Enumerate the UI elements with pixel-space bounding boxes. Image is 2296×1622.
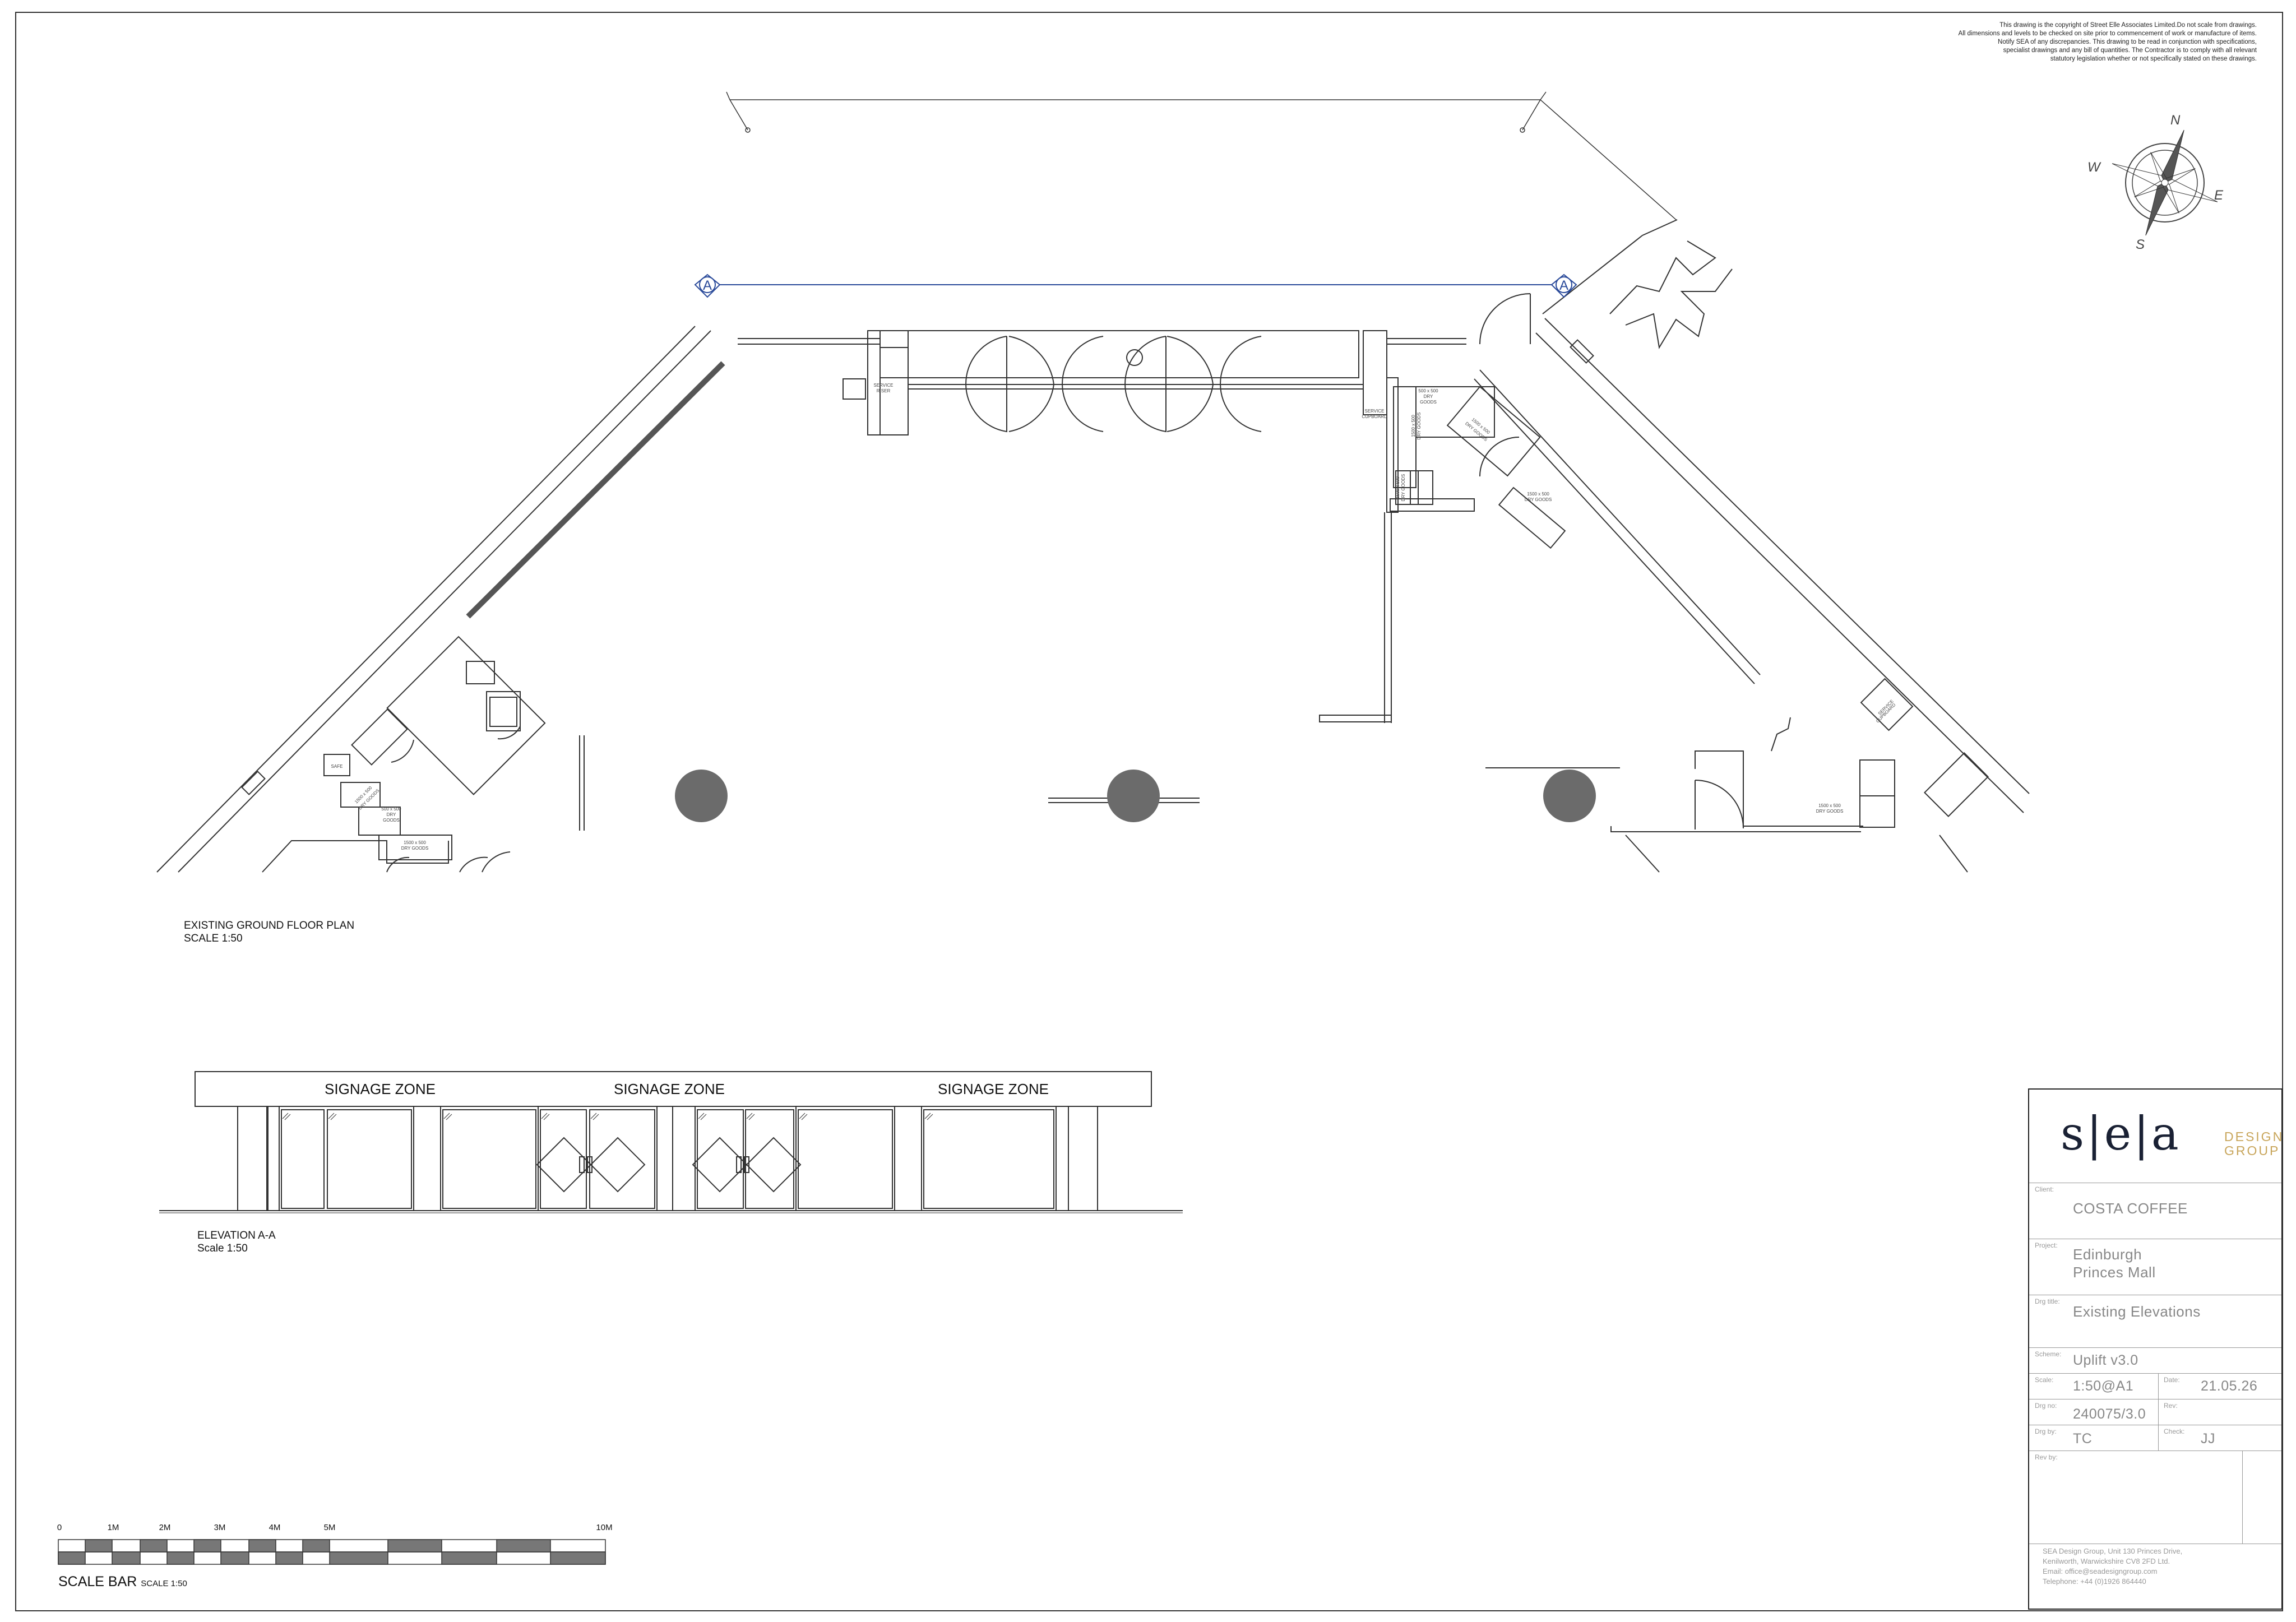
- scale-tick: 2M: [159, 1523, 171, 1532]
- sea-logo: s|e|a DESIGN GROUP: [2061, 1107, 2282, 1161]
- copyright-line: All dimensions and levels to be checked …: [1958, 30, 2257, 37]
- svg-text:DRY: DRY: [387, 812, 396, 817]
- title-block-divider: [2158, 1373, 2159, 1450]
- svg-text:500 x 500: 500 x 500: [1418, 388, 1438, 393]
- compass-e: E: [2214, 188, 2224, 203]
- svg-text:DRY GOODS: DRY GOODS: [1401, 474, 1406, 502]
- signage-zone-2: SIGNAGE ZONE: [614, 1081, 725, 1097]
- signage-zone-1: SIGNAGE ZONE: [325, 1081, 436, 1097]
- svg-text:SERVICE: SERVICE: [1365, 409, 1385, 414]
- svg-text:CUPBOARD: CUPBOARD: [1362, 414, 1387, 419]
- scale-tick: 10M: [596, 1523, 613, 1532]
- compass-s: S: [2136, 237, 2145, 252]
- svg-text:SERVICE: SERVICE: [874, 383, 894, 388]
- svg-text:DRY: DRY: [1424, 394, 1433, 399]
- scale-tick: 0: [57, 1523, 62, 1532]
- svg-text:DRY GOODS: DRY GOODS: [1525, 497, 1552, 502]
- floor-plan: [156, 91, 2030, 873]
- column-2: [1107, 770, 1160, 822]
- sheet-border: [15, 12, 2283, 1611]
- scale-tick: 1M: [107, 1523, 119, 1532]
- svg-text:DRY GOODS: DRY GOODS: [1417, 413, 1422, 440]
- compass-w: W: [2087, 160, 2101, 175]
- project-line2: Princes Mall: [2073, 1264, 2156, 1281]
- scale-bar-subtitle: SCALE 1:50: [141, 1579, 187, 1588]
- section-marker-right: A: [1550, 274, 1577, 298]
- scheme-row: Scheme: Uplift v3.0: [2029, 1347, 2281, 1373]
- scale-tick: 3M: [214, 1523, 226, 1532]
- copyright-line: specialist drawings and any bill of quan…: [2003, 47, 2257, 54]
- column-1: [675, 770, 728, 822]
- compass-n: N: [2170, 113, 2181, 128]
- section-marker-left: A: [694, 274, 721, 298]
- scale-date-row: Scale: 1:50@A1 Date: 21.05.26: [2029, 1373, 2281, 1399]
- column-3: [1543, 770, 1596, 822]
- copyright-line: statutory legislation whether or not spe…: [2050, 55, 2257, 62]
- scale-bar: [58, 1539, 606, 1565]
- project-row: Project: Edinburgh Princes Mall: [2029, 1239, 2281, 1295]
- logo-design-group: DESIGN GROUP: [2224, 1129, 2284, 1158]
- svg-text:GOODS: GOODS: [1420, 400, 1437, 405]
- scale-tick: 5M: [323, 1523, 336, 1532]
- drawing-title-row: Drg title: Existing Elevations: [2029, 1295, 2281, 1347]
- svg-text:1500 x 500: 1500 x 500: [1527, 492, 1549, 497]
- plan-title: EXISTING GROUND FLOOR PLAN SCALE 1:50: [184, 919, 354, 945]
- scale-tick: 4M: [269, 1523, 281, 1532]
- signage-zone-3: SIGNAGE ZONE: [938, 1081, 1049, 1097]
- svg-text:GOODS: GOODS: [383, 818, 400, 823]
- svg-text:A: A: [1559, 278, 1568, 293]
- drawn-by-row: Drg by: TC Check: JJ: [2029, 1425, 2281, 1450]
- drawn-by-value: TC: [2073, 1431, 2093, 1447]
- drawing-number-row: Drg no: 240075/3.0 Rev:: [2029, 1399, 2281, 1425]
- scale-bar-title: SCALE BAR SCALE 1:50: [58, 1574, 187, 1589]
- svg-text:1500 x 500: 1500 x 500: [1411, 415, 1416, 437]
- elevation: [159, 1071, 1183, 1213]
- scheme-value: Uplift v3.0: [2073, 1352, 2138, 1368]
- copyright-line: This drawing is the copyright of Street …: [1999, 22, 2257, 29]
- svg-text:RISER: RISER: [877, 388, 891, 393]
- date-value: 21.05.26: [2201, 1378, 2258, 1394]
- svg-text:1500 x 500: 1500 x 500: [1395, 476, 1400, 499]
- svg-text:1500 x 500: 1500 x 500: [1818, 803, 1841, 808]
- svg-text:A: A: [703, 278, 712, 293]
- plan-scale-text: SCALE 1:50: [184, 933, 243, 944]
- copyright-line: Notify SEA of any discrepancies. This dr…: [1998, 39, 2257, 45]
- copyright-note: This drawing is the copyright of Street …: [1831, 21, 2257, 63]
- svg-text:DRY GOODS: DRY GOODS: [401, 846, 429, 851]
- scale-value: 1:50@A1: [2073, 1378, 2134, 1394]
- drawing-title-value: Existing Elevations: [2073, 1303, 2201, 1320]
- client-value: COSTA COFFEE: [2073, 1200, 2188, 1217]
- svg-text:SAFE: SAFE: [331, 764, 343, 769]
- logo-text: s|e|a: [2061, 1107, 2181, 1161]
- company-address: SEA Design Group, Unit 130 Princes Drive…: [2043, 1547, 2183, 1586]
- elevation-title-text: ELEVATION A-A: [197, 1230, 276, 1241]
- checked-by-value: JJ: [2201, 1431, 2215, 1447]
- elevation-scale-text: Scale 1:50: [197, 1243, 248, 1254]
- client-row: Client: COSTA COFFEE: [2029, 1183, 2281, 1239]
- plan-title-text: EXISTING GROUND FLOOR PLAN: [184, 920, 355, 932]
- svg-text:1500 x 500: 1500 x 500: [404, 840, 426, 845]
- svg-text:500 x 500: 500 x 500: [381, 807, 401, 812]
- title-block: s|e|a DESIGN GROUP Client: COSTA COFFEE …: [2028, 1088, 2283, 1610]
- drawing-number-value: 240075/3.0: [2073, 1406, 2146, 1422]
- elevation-title: ELEVATION A-A Scale 1:50: [197, 1229, 276, 1255]
- compass-rose-icon: [2112, 129, 2218, 236]
- svg-text:DRY GOODS: DRY GOODS: [1816, 809, 1844, 814]
- project-line1: Edinburgh: [2073, 1246, 2142, 1263]
- revision-row: Rev by:: [2029, 1450, 2281, 1544]
